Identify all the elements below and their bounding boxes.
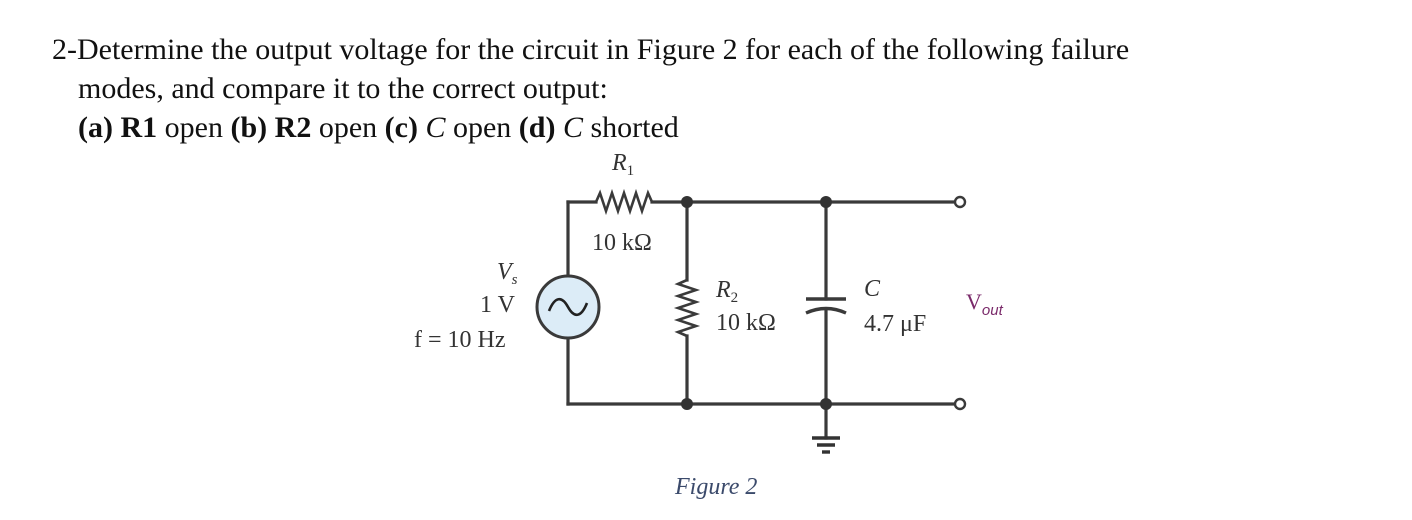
source-amplitude: 1 V — [480, 292, 516, 318]
node-bottom-r2 — [681, 398, 693, 410]
part-c-text: open — [445, 111, 519, 144]
r1-resistor-symbol — [594, 188, 654, 216]
part-b-component: R2 — [274, 111, 312, 144]
capacitor-label: C — [864, 276, 881, 302]
source-frequency: f = 10 Hz — [414, 327, 506, 353]
question-line-2: modes, and compare it to the correct out… — [78, 72, 608, 105]
question-line-1: 2-Determine the output voltage for the c… — [52, 33, 1130, 66]
output-label: Vout — [966, 289, 1004, 319]
r2-label: R2 — [715, 277, 738, 306]
part-d-letter: (d) — [518, 111, 556, 144]
question-text: 2-Determine the output voltage for the c… — [52, 30, 1392, 147]
source-label: Vs — [497, 259, 518, 288]
r2-value: 10 kΩ — [716, 310, 776, 336]
part-c-component: C — [425, 111, 446, 144]
r1-value: 10 kΩ — [592, 230, 652, 256]
figure-caption: Figure 2 — [674, 474, 757, 500]
output-terminal-bottom — [953, 397, 967, 411]
node-top-r2 — [681, 196, 693, 208]
part-d-component: C — [562, 111, 583, 144]
node-top-c — [820, 196, 832, 208]
part-d-text: shorted — [582, 111, 679, 144]
part-b-text: open — [311, 111, 385, 144]
part-b-letter: (b) — [230, 111, 268, 144]
output-terminal-top — [953, 195, 967, 209]
part-a-component: R1 — [120, 111, 158, 144]
part-a-text: open — [157, 111, 231, 144]
part-a-letter: (a) — [78, 111, 113, 144]
part-c-letter: (c) — [384, 111, 418, 144]
capacitor-value: 4.7 μF — [864, 311, 926, 337]
sine-wave-icon — [547, 297, 589, 317]
question-parts: (a) R1 open (b) R2 open (c) C open (d) C… — [52, 108, 1392, 147]
r1-label: R1 — [611, 150, 634, 179]
r2-resistor-symbol — [673, 278, 701, 338]
node-bottom-c — [820, 398, 832, 410]
